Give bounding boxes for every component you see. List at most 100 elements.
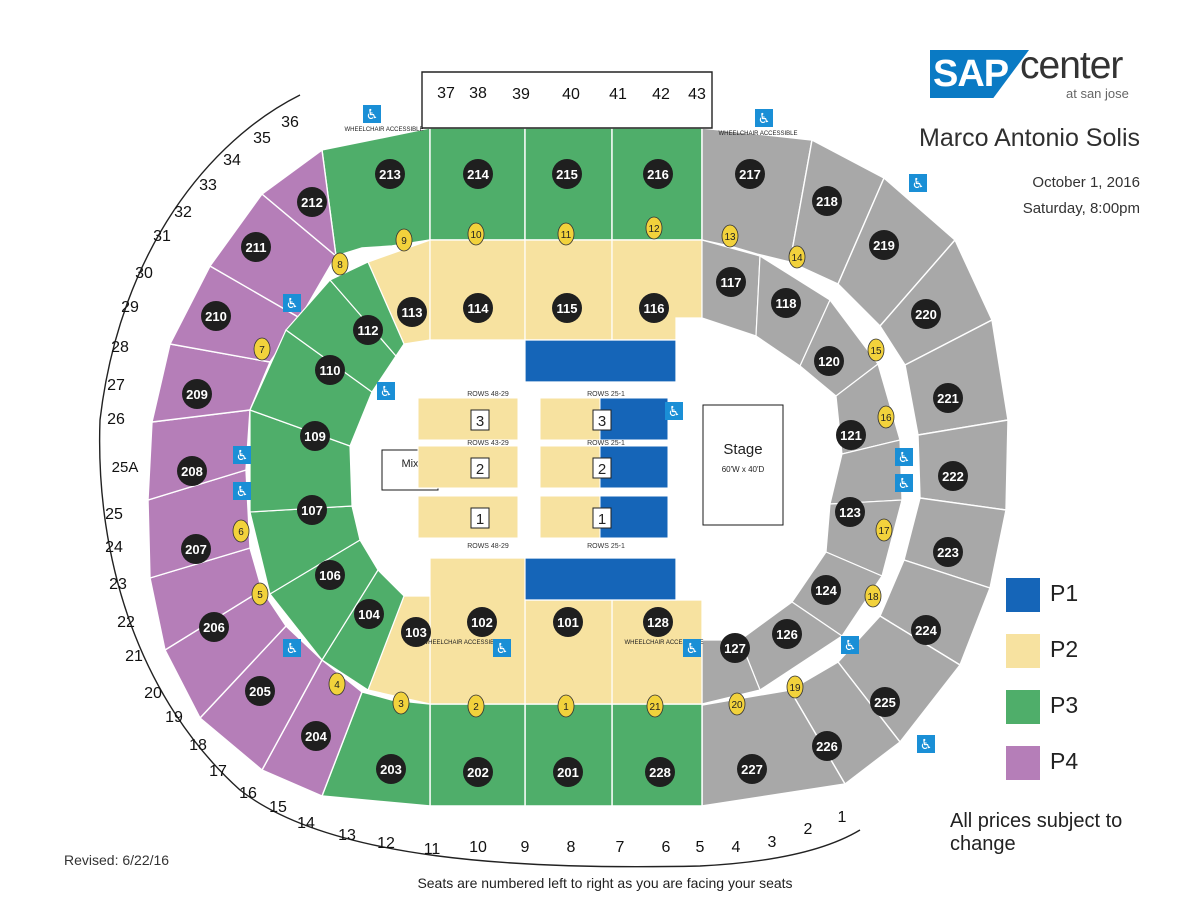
legend-label: P4 (1050, 748, 1079, 774)
section-104-label: 104 (358, 607, 380, 622)
suite-25-label: 25 (105, 506, 123, 523)
section-205-label: 205 (249, 684, 271, 699)
section-201-badge (553, 757, 583, 787)
section-118-label: 118 (776, 296, 797, 311)
section-123-area (829, 439, 903, 505)
portal-11-label: 11 (561, 230, 572, 241)
section-219-badge (869, 230, 899, 260)
section-201-label: 201 (557, 765, 579, 780)
floor-right-front-block (539, 495, 601, 539)
section-202-label: 202 (467, 765, 489, 780)
mix-label: Mix (401, 458, 419, 470)
section-110-label: 110 (320, 363, 341, 378)
legend-label: P2 (1050, 636, 1079, 662)
section-216-label: 216 (647, 167, 669, 182)
portal-5-label: 5 (257, 590, 263, 601)
section-112-badge (353, 315, 383, 345)
portal-17-label: 17 (878, 526, 890, 537)
wheelchair-accessible-label: WHEELCHAIR ACCESSIBLE (718, 131, 797, 137)
legend-swatch-p3 (1006, 690, 1040, 724)
wheelchair-glyph: ♿ (236, 447, 249, 463)
portal-13-label: 13 (724, 232, 736, 243)
row-range-label: ROWS 25-1 (587, 391, 625, 398)
suite-25A-label: 25A (112, 459, 139, 476)
section-202-area (429, 703, 526, 807)
section-228-area (611, 703, 703, 807)
wheelchair-icon (283, 294, 301, 312)
section-225-badge (870, 687, 900, 717)
portal-13-marker (721, 224, 739, 248)
section-106-badge (315, 560, 345, 590)
wheelchair-accessible-label: WHEELCHAIR ACCESSIBLE (344, 127, 423, 133)
section-202-badge (463, 757, 493, 787)
portal-1-marker (557, 694, 575, 718)
portal-19-marker (786, 675, 804, 699)
section-226-label: 226 (816, 739, 838, 754)
wheelchair-glyph: ♿ (380, 383, 393, 399)
suite-17-label: 17 (209, 763, 227, 780)
section-210-label: 210 (205, 309, 227, 324)
suite-37-label: 37 (437, 85, 455, 102)
section-215-label: 215 (556, 167, 578, 182)
legend-label: P3 (1050, 692, 1079, 718)
suite-7-label: 7 (616, 839, 625, 856)
wheelchair-glyph: ♿ (496, 640, 509, 656)
wheelchair-icon (917, 735, 935, 753)
wheelchair-icon (909, 174, 927, 192)
section-223-label: 223 (937, 545, 959, 560)
section-221-badge (933, 383, 963, 413)
section-204-label: 204 (305, 729, 327, 744)
suite-28-label: 28 (111, 339, 129, 356)
portal-21-label: 21 (649, 702, 661, 713)
section-206-label: 206 (203, 620, 225, 635)
suite-30-label: 30 (135, 265, 153, 282)
section-101-label: 101 (557, 615, 579, 630)
suite-16-label: 16 (239, 785, 257, 802)
section-124-label: 124 (815, 583, 837, 598)
floor-section-label: 2 (598, 461, 606, 478)
section-210-badge (201, 301, 231, 331)
portal-2-marker (467, 694, 485, 718)
section-114-area (429, 239, 526, 341)
sap-center-logo: SAP center at san jose (930, 44, 1145, 110)
row-range-label: ROWS 48-29 (467, 543, 509, 550)
portal-21-marker (646, 694, 664, 718)
section-216-badge (643, 159, 673, 189)
wheelchair-glyph: ♿ (898, 475, 911, 491)
wheelchair-glyph: ♿ (286, 640, 299, 656)
floor-section-label: 3 (476, 413, 484, 430)
section-219-label: 219 (873, 238, 895, 253)
section-117-badge (716, 267, 746, 297)
portal-6-marker (232, 519, 250, 543)
section-127-badge (720, 633, 750, 663)
section-224-label: 224 (915, 623, 937, 638)
event-date: October 1, 2016 (1032, 174, 1140, 191)
suite-26-label: 26 (107, 411, 125, 428)
section-213-label: 213 (379, 167, 401, 182)
section-220-label: 220 (915, 307, 937, 322)
portal-2-label: 2 (473, 702, 479, 713)
wheelchair-glyph: ♿ (898, 449, 911, 465)
portal-7-label: 7 (259, 345, 265, 356)
section-128-badge (643, 607, 673, 637)
portal-12-marker (645, 216, 663, 240)
section-102-label: 102 (471, 615, 493, 630)
section-121-label: 121 (840, 428, 862, 443)
section-103-badge (401, 617, 431, 647)
portal-15-marker (867, 338, 885, 362)
section-114-label: 114 (468, 301, 490, 316)
section-118-badge (771, 288, 801, 318)
section-225-label: 225 (874, 695, 896, 710)
section-213-area (321, 127, 431, 257)
floor-right-front-block (539, 445, 601, 489)
section-126-label: 126 (776, 627, 798, 642)
section-206-badge (199, 612, 229, 642)
section-227-label: 227 (741, 762, 763, 777)
section-101-p1-area (507, 557, 677, 601)
suite-27-label: 27 (107, 377, 125, 394)
portal-4-label: 4 (334, 680, 340, 691)
suite-12-label: 12 (377, 835, 395, 852)
sap-logo-box: SAP (930, 50, 1029, 98)
stage-label: Stage (723, 441, 762, 458)
